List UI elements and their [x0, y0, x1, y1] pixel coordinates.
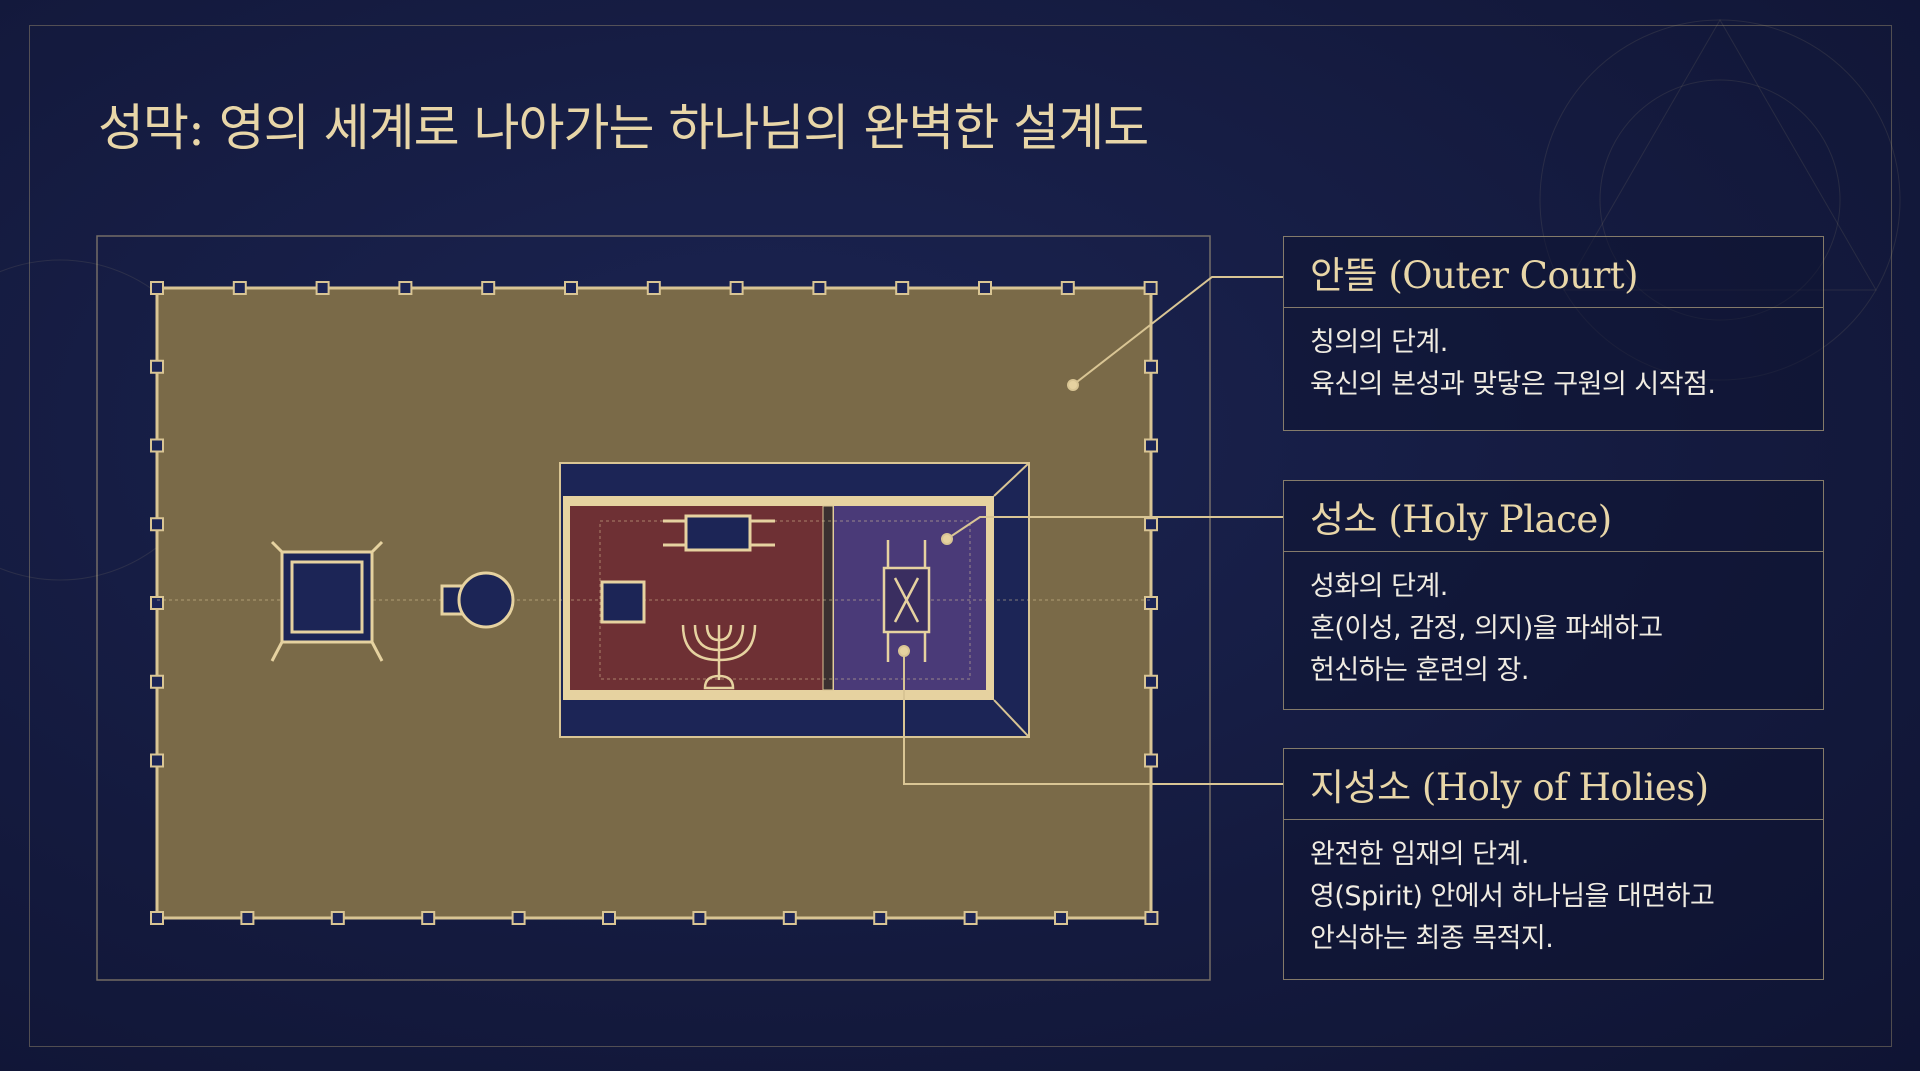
court-post — [646, 281, 661, 295]
court-post — [481, 281, 496, 295]
card-heading: 성소 (Holy Place) — [1284, 481, 1823, 552]
card-holy-of-holies: 지성소 (Holy of Holies) 완전한 임재의 단계. 영(Spirit… — [1283, 748, 1824, 980]
incense-altar-icon — [600, 580, 646, 624]
card-line: 헌신하는 훈련의 장. — [1310, 655, 1529, 686]
court-post — [963, 911, 978, 925]
court-post — [1054, 911, 1068, 925]
court-post — [150, 674, 164, 689]
court-post — [150, 596, 164, 610]
laver-icon — [440, 571, 515, 629]
card-line: 완전한 임재의 단계. — [1310, 839, 1529, 870]
court-post — [1144, 438, 1158, 453]
diagram-frame — [96, 235, 1211, 981]
ark-of-covenant-icon — [882, 540, 931, 662]
court-post — [782, 911, 797, 925]
card-holy-place: 성소 (Holy Place) 성화의 단계. 혼(이성, 감정, 의지)을 파쇄… — [1283, 480, 1824, 710]
card-outer-court: 안뜰 (Outer Court) 칭의의 단계. 육신의 본성과 맞닿은 구원의 … — [1283, 236, 1824, 431]
court-post — [398, 281, 413, 295]
court-post — [602, 911, 616, 925]
page-title: 성막: 영의 세계로 나아가는 하나님의 완벽한 설계도 — [98, 99, 1149, 157]
court-post — [150, 911, 164, 925]
leader-lines — [898, 276, 1283, 785]
court-post — [1060, 281, 1075, 295]
outer-frame — [29, 25, 1892, 1047]
court-post — [1144, 596, 1158, 610]
card-heading: 지성소 (Holy of Holies) — [1284, 749, 1823, 820]
court-post — [812, 281, 827, 295]
court-post — [1143, 281, 1158, 295]
card-line: 안식하는 최종 목적지. — [1310, 923, 1554, 954]
card-line: 칭의의 단계. — [1310, 327, 1448, 358]
court-post — [150, 753, 164, 768]
court-post — [1144, 753, 1158, 768]
court-post — [315, 281, 330, 295]
table-of-showbread-icon — [663, 514, 775, 552]
court-post — [1144, 359, 1158, 374]
veil — [822, 505, 834, 691]
court-posts — [150, 281, 1159, 925]
court-post — [511, 911, 526, 925]
card-line: 영(Spirit) 안에서 하나님을 대면하고 — [1310, 881, 1715, 912]
court-post — [895, 281, 910, 295]
court-post — [1144, 517, 1158, 532]
card-line: 성화의 단계. — [1310, 571, 1448, 602]
menorah-icon — [681, 624, 757, 690]
court-post — [150, 438, 164, 453]
card-heading: 안뜰 (Outer Court) — [1284, 237, 1823, 308]
brazen-altar-icon — [270, 540, 384, 662]
court-post — [232, 281, 247, 295]
card-line: 육신의 본성과 맞닿은 구원의 시작점. — [1310, 369, 1716, 400]
court-post — [1144, 674, 1158, 689]
court-post — [150, 281, 164, 295]
court-post — [1144, 911, 1159, 925]
court-post — [692, 911, 707, 925]
court-post — [564, 281, 578, 295]
court-post — [150, 517, 164, 532]
court-post — [729, 281, 744, 295]
court-post — [240, 911, 255, 925]
card-line: 혼(이성, 감정, 의지)을 파쇄하고 — [1310, 613, 1663, 644]
court-post — [978, 281, 992, 295]
court-post — [421, 911, 436, 925]
court-post — [873, 911, 888, 925]
court-post — [330, 911, 345, 925]
court-post — [150, 359, 164, 374]
